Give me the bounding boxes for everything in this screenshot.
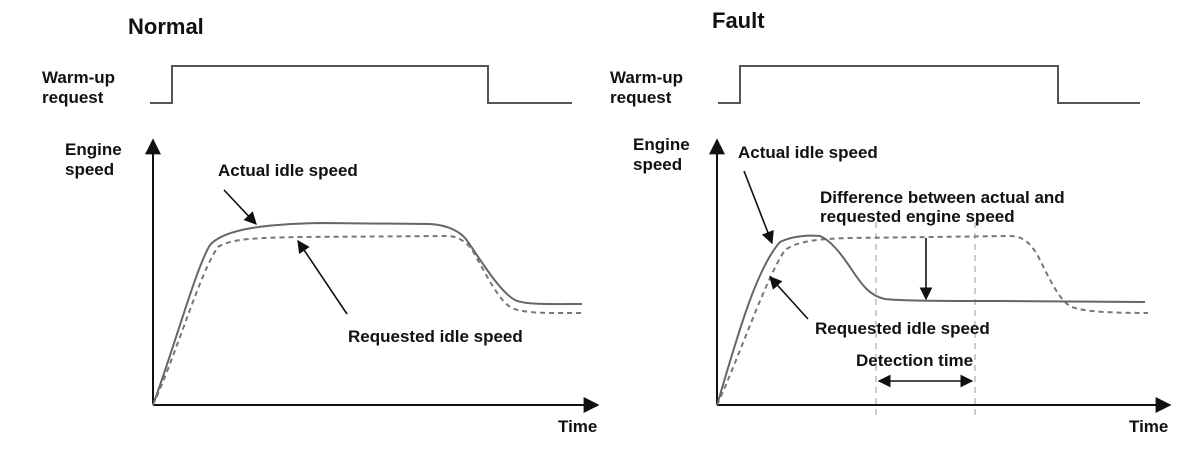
fault-y-label-line2: speed bbox=[633, 155, 682, 174]
normal-warmup-signal bbox=[150, 65, 572, 104]
fault-actual-idle-speed-curve bbox=[716, 234, 1146, 406]
fault-difference-label-line1: Difference between actual and bbox=[820, 188, 1065, 207]
fault-warmup-signal bbox=[718, 65, 1140, 104]
fault-panel: Fault Warm-up request Engine speed Time … bbox=[610, 8, 1172, 436]
normal-warmup-label-line1: Warm-up bbox=[42, 68, 115, 87]
normal-x-label: Time bbox=[558, 417, 597, 436]
normal-actual-idle-speed-curve bbox=[152, 221, 583, 406]
fault-warmup-label-line2: request bbox=[610, 88, 672, 107]
normal-actual-idle-speed-label: Actual idle speed bbox=[218, 161, 358, 180]
normal-actual-arrow bbox=[223, 189, 257, 225]
normal-requested-arrow bbox=[297, 239, 348, 315]
normal-y-label-line2: speed bbox=[65, 160, 114, 179]
fault-requested-arrow bbox=[769, 276, 809, 320]
fault-requested-idle-speed-curve bbox=[716, 234, 1149, 406]
normal-requested-idle-speed-curve bbox=[152, 234, 586, 406]
normal-requested-idle-speed-label: Requested idle speed bbox=[348, 327, 523, 346]
fault-warmup-label-line1: Warm-up bbox=[610, 68, 683, 87]
fault-title: Fault bbox=[712, 8, 765, 33]
fault-requested-idle-speed-label: Requested idle speed bbox=[815, 319, 990, 338]
normal-panel: Normal Warm-up request Engine speed Time… bbox=[42, 14, 600, 436]
fault-actual-arrow bbox=[743, 170, 774, 245]
normal-y-label-line1: Engine bbox=[65, 140, 122, 159]
fault-detection-time-label: Detection time bbox=[856, 351, 973, 370]
fault-actual-idle-speed-label: Actual idle speed bbox=[738, 143, 878, 162]
fault-difference-label-line2: requested engine speed bbox=[820, 207, 1015, 226]
normal-title: Normal bbox=[128, 14, 204, 39]
fault-x-label: Time bbox=[1129, 417, 1168, 436]
normal-warmup-label-line2: request bbox=[42, 88, 104, 107]
fault-y-label-line1: Engine bbox=[633, 135, 690, 154]
